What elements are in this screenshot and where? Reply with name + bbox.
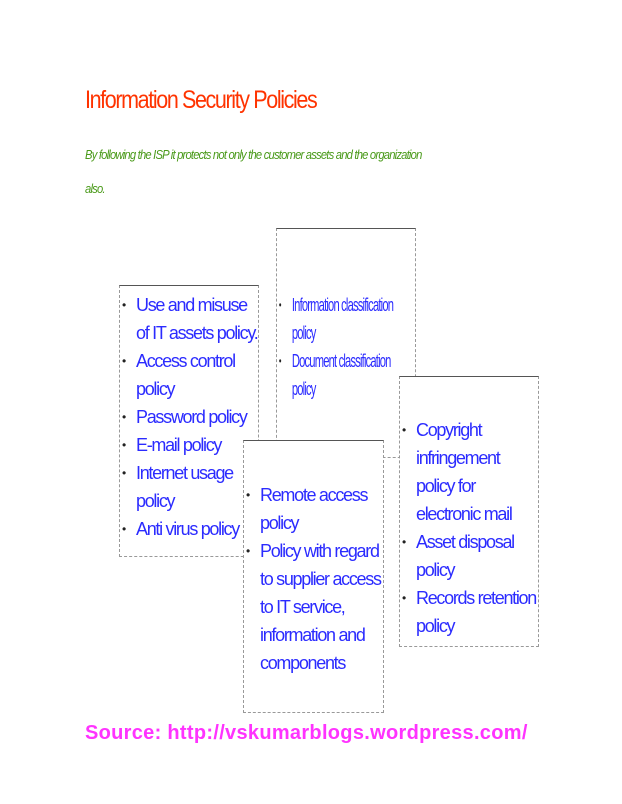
list-item: •Password policy [122,407,248,427]
policy-box-records: •Copyright infringement policy for elect… [399,376,539,647]
policy-box-remote-access: •Remote access policy •Policy with regar… [243,440,384,713]
policy-box-usage: •Use and misuse of IT assets policy. •Ac… [119,285,259,557]
list-item: •Policy with regard to supplier access t… [246,541,382,673]
list-item: •Records retention policy [402,588,537,636]
policy-box-information-classification: •Information classification policy •Docu… [276,228,416,458]
list-item: •Access control policy [122,351,236,399]
list-item: •Internet usage policy [122,463,234,511]
list-item: •Remote access policy [246,485,368,533]
subtitle-line-2: also. [85,182,106,196]
list-item: •Document classification policy [278,351,392,399]
list-item: •E-mail policy [122,435,222,455]
subtitle-line-1: By following the ISP it protects not onl… [85,148,422,162]
list-item: •Use and misuse of IT assets policy. [122,295,259,343]
source-link[interactable]: Source: http://vskumarblogs.wordpress.co… [85,722,528,744]
list-item: •Asset disposal policy [402,532,515,580]
page-title: Information Security Policies [85,86,318,114]
list-item: •Copyright infringement policy for elect… [402,420,513,524]
list-item: •Anti virus policy [122,519,240,539]
list-item: •Information classification policy [278,295,394,343]
